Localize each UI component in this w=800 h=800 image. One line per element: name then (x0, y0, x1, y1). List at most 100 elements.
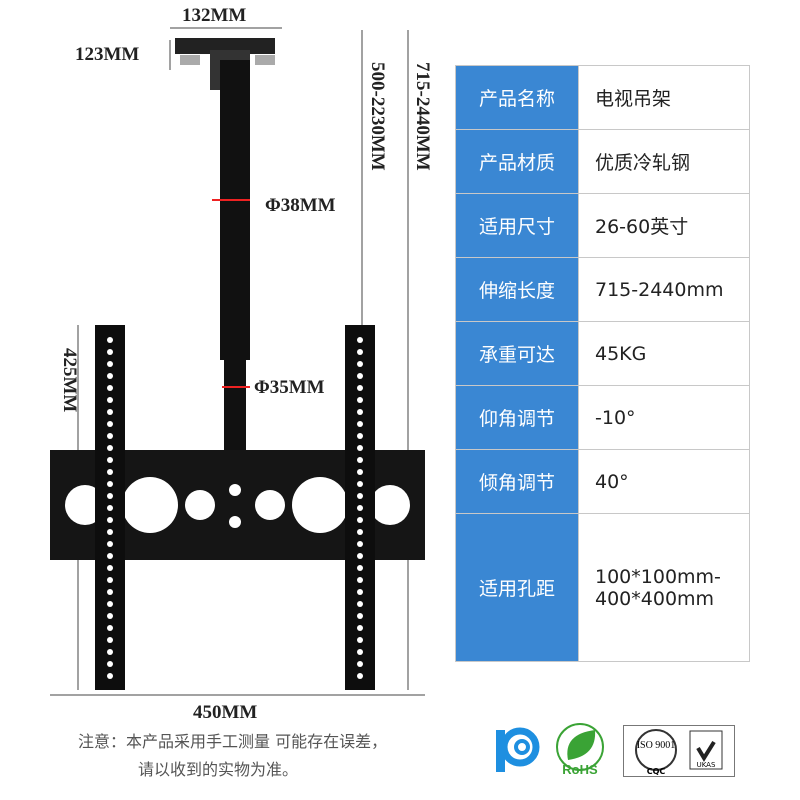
mount-hole (107, 613, 113, 619)
mount-hole (357, 385, 363, 391)
spec-label: 仰角调节 (455, 385, 579, 450)
mount-hole (357, 613, 363, 619)
spec-label: 伸缩长度 (455, 257, 579, 322)
spec-label: 倾角调节 (455, 449, 579, 514)
mount-hole (357, 565, 363, 571)
mount-hole (107, 541, 113, 547)
spec-row: 产品材质优质冷轧钢 (455, 129, 750, 194)
mount-hole (107, 661, 113, 667)
mount-hole (357, 457, 363, 463)
mount-hole (357, 577, 363, 583)
top-width-label: 132MM (182, 5, 247, 26)
total-range-label: 715-2440MM (412, 62, 433, 171)
mount-hole (107, 601, 113, 607)
mount-hole (357, 421, 363, 427)
spec-value: 100*100mm- 400*400mm (578, 513, 750, 662)
mount-hole (357, 349, 363, 355)
mount-hole (357, 625, 363, 631)
mount-hole (107, 337, 113, 343)
mount-hole (357, 649, 363, 655)
svg-text:CQC: CQC (647, 767, 666, 776)
spec-value: 电视吊架 (578, 65, 750, 130)
pole-range-label: 500-2230MM (367, 62, 388, 171)
mount-hole (107, 361, 113, 367)
rohs-logo: RoHS (553, 722, 608, 777)
spec-label: 产品名称 (455, 65, 579, 130)
mount-hole (107, 553, 113, 559)
tube-lower-label: Φ35MM (254, 377, 325, 398)
spec-value: 40° (578, 449, 750, 514)
mount-hole (107, 397, 113, 403)
mount-hole (357, 469, 363, 475)
mount-hole (357, 481, 363, 487)
disclaimer-note: 注意：本产品采用手工测量 可能存在误差， 请以收到的实物为准。 (78, 728, 387, 784)
mount-hole (107, 421, 113, 427)
mount-hole (357, 397, 363, 403)
arm-height-label: 425MM (59, 348, 80, 413)
mount-hole (107, 673, 113, 679)
mount-hole (357, 433, 363, 439)
mount-hole (357, 361, 363, 367)
mount-hole (107, 589, 113, 595)
spec-value: 45KG (578, 321, 750, 386)
mount-hole (357, 505, 363, 511)
spec-value: 715-2440mm (578, 257, 750, 322)
mount-hole (357, 589, 363, 595)
note-line-1: 注意：本产品采用手工测量 可能存在误差， (78, 732, 388, 751)
mount-hole (107, 433, 113, 439)
mount-hole (107, 529, 113, 535)
mount-hole (107, 469, 113, 475)
mount-hole (107, 409, 113, 415)
mount-hole (357, 637, 363, 643)
note-line-2: 请以收到的实物为准。 (138, 760, 299, 779)
mount-hole (107, 637, 113, 643)
spec-row: 仰角调节-10° (455, 385, 750, 450)
mount-hole (357, 553, 363, 559)
mount-hole (107, 445, 113, 451)
top-height-label: 123MM (75, 44, 140, 65)
mount-hole (357, 517, 363, 523)
spec-value: -10° (578, 385, 750, 450)
spec-label: 承重可达 (455, 321, 579, 386)
mount-hole (107, 505, 113, 511)
mount-hole (107, 385, 113, 391)
mount-hole (357, 337, 363, 343)
mount-hole (357, 541, 363, 547)
svg-text:RoHS: RoHS (562, 762, 598, 777)
mount-hole (107, 517, 113, 523)
mount-hole (107, 481, 113, 487)
spec-value: 26-60英寸 (578, 193, 750, 258)
spec-label: 适用孔距 (455, 513, 579, 662)
mount-hole (357, 661, 363, 667)
plate-width-label: 450MM (193, 702, 258, 723)
spec-label: 产品材质 (455, 129, 579, 194)
tube-upper-label: Φ38MM (265, 195, 336, 216)
mount-hole (357, 601, 363, 607)
mount-hole (357, 529, 363, 535)
svg-text:UKAS: UKAS (697, 761, 716, 769)
mount-hole (107, 649, 113, 655)
spec-row: 产品名称电视吊架 (455, 65, 750, 130)
spec-label: 适用尺寸 (455, 193, 579, 258)
mount-hole (107, 349, 113, 355)
ccc-logo (492, 725, 542, 775)
mount-hole (107, 577, 113, 583)
spec-value: 优质冷轧钢 (578, 129, 750, 194)
mount-hole (107, 373, 113, 379)
mount-hole (107, 493, 113, 499)
mount-hole (107, 457, 113, 463)
mount-hole (357, 673, 363, 679)
mount-hole (107, 565, 113, 571)
svg-text:ISO 9001: ISO 9001 (637, 740, 676, 751)
mount-hole (357, 493, 363, 499)
tv-mount-illustration (50, 27, 425, 696)
mount-hole (107, 625, 113, 631)
mount-hole (357, 445, 363, 451)
